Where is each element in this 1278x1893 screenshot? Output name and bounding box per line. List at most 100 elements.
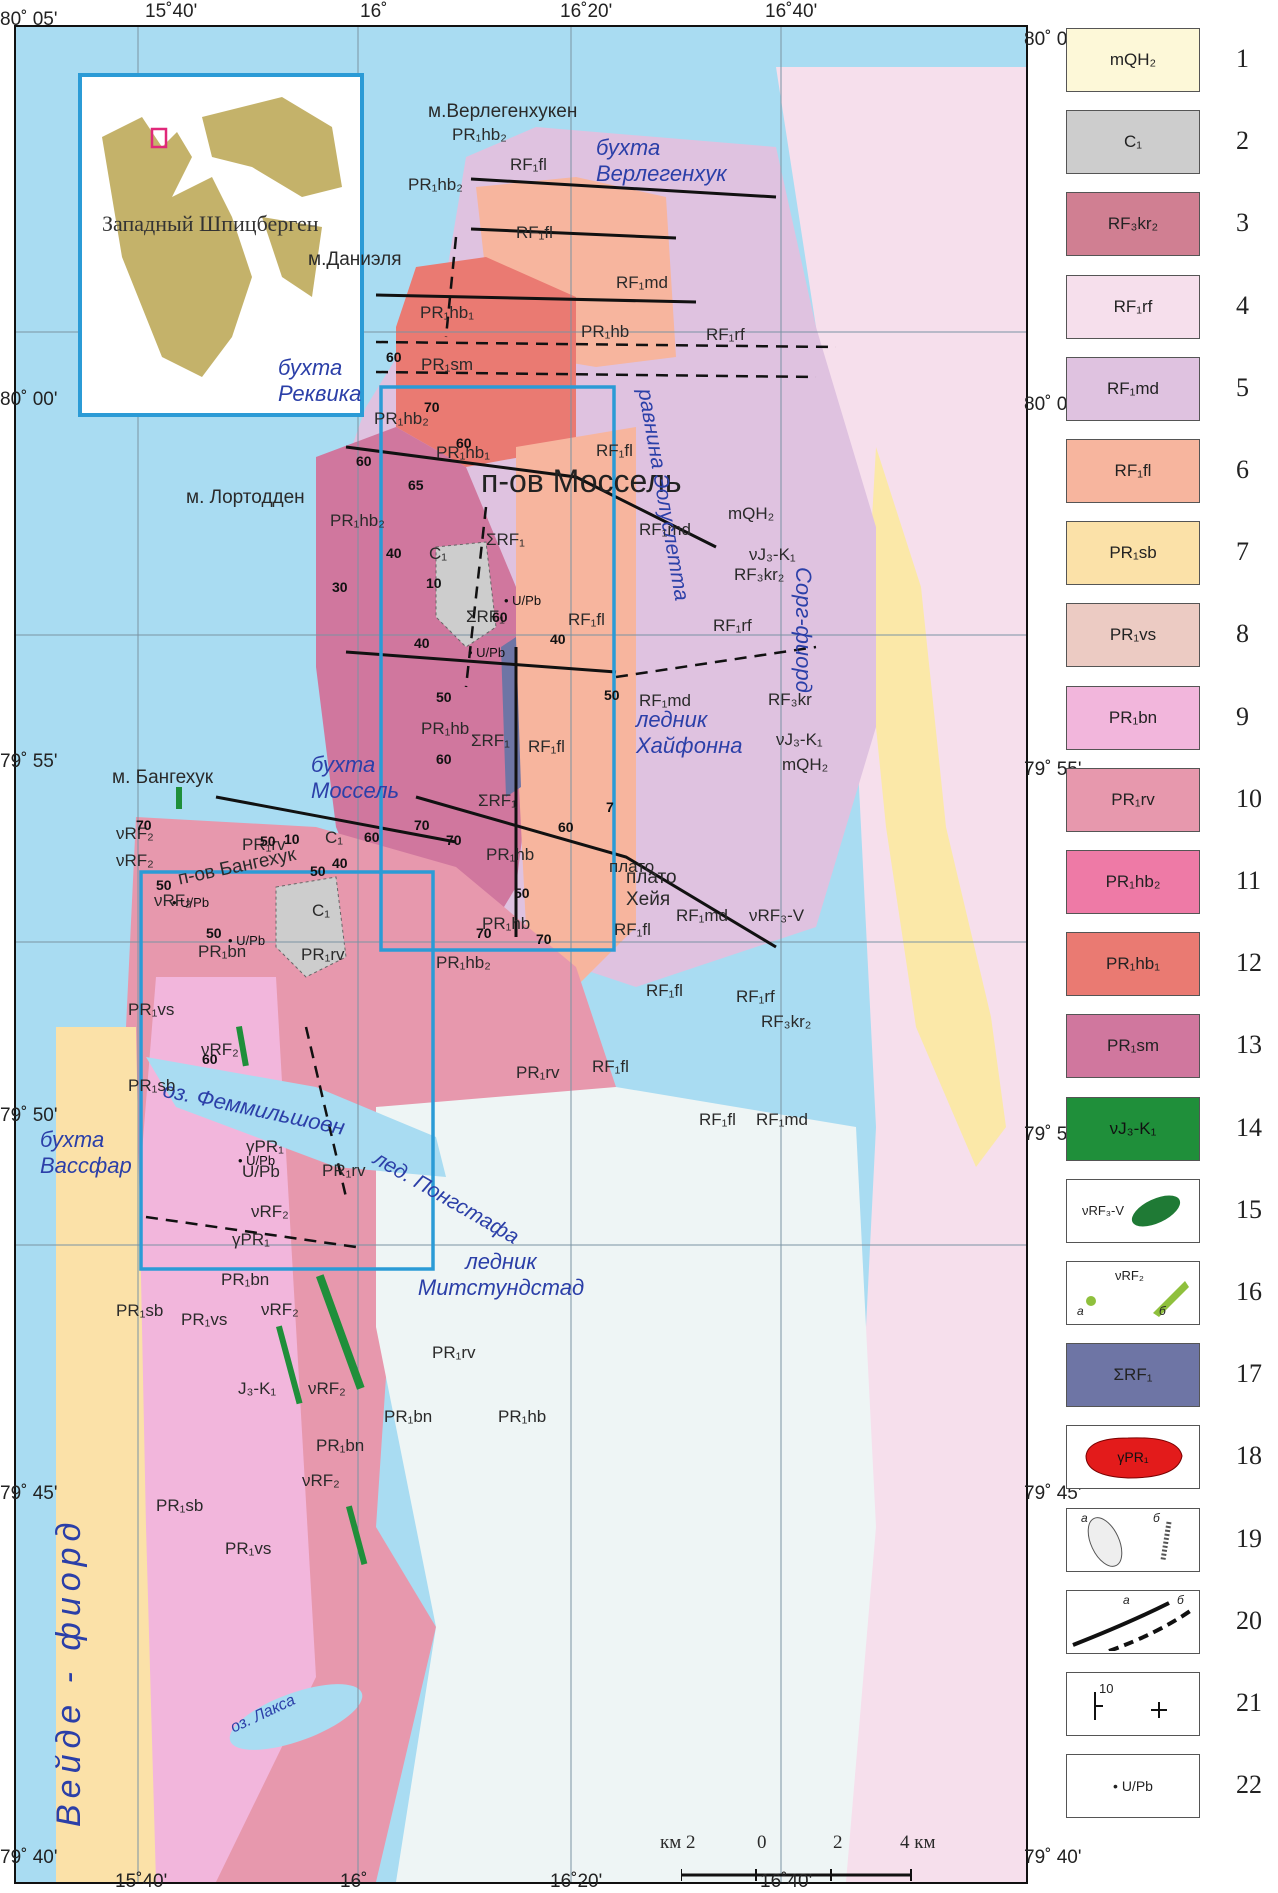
- unit-label: PR₁hb: [421, 719, 470, 738]
- legend-swatch: • U/Pb: [1066, 1754, 1200, 1819]
- legend-swatch: PR₁hb₁: [1066, 932, 1200, 997]
- zone-symbol-icon: [1087, 1516, 1172, 1567]
- legend-label: PR₁bn: [1108, 707, 1158, 727]
- lon-top-1: 15˚40': [145, 1, 198, 22]
- unit-label: PR₁hb: [581, 322, 630, 341]
- unit-label: RF₁rf: [736, 987, 775, 1006]
- coord-bottom-left: 79˚ 40': [0, 1847, 58, 1868]
- legend-swatch: 10: [1066, 1672, 1200, 1736]
- dip-value: 70: [476, 925, 492, 941]
- patch-c1-south: [275, 876, 347, 978]
- unit-label: PR₁hb₂: [374, 409, 429, 428]
- detail-frame-south: [139, 870, 435, 1271]
- faults: [215, 177, 777, 949]
- legend-number: 10: [1236, 783, 1262, 813]
- unit-label: νRF₂: [261, 1300, 299, 1319]
- dip-value: 70: [446, 832, 462, 848]
- land-south-sb: [56, 1027, 156, 1882]
- unit-label: RF₁fl: [646, 981, 683, 1000]
- lake-femmil: [146, 1057, 446, 1177]
- dip-value: 40: [550, 631, 566, 647]
- lake-laksa: [229, 1684, 363, 1750]
- unit-label: RF₁md: [616, 273, 669, 292]
- place-bay-verlegenhuk: бухта Верлегенхук: [596, 135, 727, 186]
- glacier-mitstundstad: [376, 1087, 876, 1882]
- map-canvas: [16, 27, 1026, 1882]
- unit-label: RF₁fl: [568, 610, 605, 629]
- legend-number: 20: [1236, 1605, 1262, 1635]
- unit-label: ΣRF₁: [471, 731, 510, 750]
- legend-swatch: PR₁vs: [1066, 603, 1200, 668]
- inset-label: Западный Шпицберген: [102, 211, 319, 236]
- unit-label: PR₁rv: [301, 945, 345, 964]
- unit-label: mQH₂: [728, 504, 775, 523]
- scale-label-right: 4 км: [900, 1832, 936, 1853]
- unit-label: PR₁bn: [384, 1407, 433, 1426]
- legend-sub-b: б: [1177, 1592, 1184, 1607]
- fault-symbol-icon: [1072, 1601, 1195, 1651]
- unit-label: RF₁fl: [528, 737, 565, 756]
- lon-top-3: 16˚20': [560, 1, 613, 22]
- unit-label: νRF₂: [116, 851, 154, 870]
- legend-label: νRF₂: [1115, 1268, 1144, 1283]
- legend-swatch: ΣRF₁: [1066, 1343, 1200, 1408]
- unit-label: PR₁hb₁: [436, 443, 490, 462]
- legend-number: 8: [1236, 619, 1249, 649]
- legend-number: 18: [1236, 1441, 1262, 1471]
- legend-sub-a: а: [1077, 1304, 1084, 1318]
- legend-swatch: PR₁hb₂: [1066, 850, 1200, 914]
- unit-label: RF₁rf: [706, 325, 745, 344]
- legend-label: PR₁hb₂: [1105, 872, 1161, 891]
- dip-value: 70: [414, 817, 430, 833]
- dip-value: 50: [310, 863, 326, 879]
- unit-label: PR₁bn: [221, 1270, 270, 1289]
- dip-value: 70: [424, 399, 440, 415]
- legend-label: PR₁sb: [1109, 543, 1157, 563]
- unit-label: PR₁hb: [482, 914, 531, 933]
- patch-c1-north: [435, 541, 497, 648]
- unit-label: U/Pb: [242, 1162, 280, 1181]
- legend-number: 16: [1236, 1277, 1262, 1306]
- legend-label: νRF₃-V: [1081, 1203, 1125, 1219]
- legend-label: PR₁rv: [1111, 789, 1155, 809]
- legend-number: 13: [1236, 1030, 1262, 1060]
- unit-label: PR₁vs: [181, 1310, 228, 1329]
- legend-sub-b: б: [1153, 1510, 1160, 1525]
- place-mitstundstad: ледник Митстундстад: [417, 1249, 585, 1300]
- granite-symbol-icon: [1085, 1437, 1183, 1479]
- unit-label: RF₃kr₂: [734, 565, 785, 584]
- coord-top-right: 80˚ 05': [1024, 29, 1082, 50]
- geologic-map: Западный Шпицберген м.Верлегенхукен бухт…: [14, 25, 1028, 1884]
- unit-label: PR₁bn: [316, 1436, 365, 1455]
- legend-swatch: mQH₂: [1066, 28, 1200, 92]
- faults-inferred: [145, 236, 837, 1249]
- unit-label: PR₁vs: [225, 1539, 272, 1558]
- dip-value: 50: [436, 689, 452, 705]
- place-bay-rekvika: бухта Реквика: [278, 355, 362, 406]
- unit-label: RF₁fl: [516, 223, 553, 242]
- unit-label: νJ₃-K₁: [749, 545, 796, 564]
- legend-swatch: PR₁bn: [1066, 685, 1200, 750]
- legend-number: 3: [1236, 208, 1249, 238]
- unit-label: νRF₂: [116, 824, 154, 843]
- lon-bottom-1: 15˚40': [115, 1871, 168, 1892]
- unit-label: плато: [609, 857, 655, 876]
- dip-value: 50: [156, 877, 172, 893]
- unit-label: RF₁fl: [510, 155, 547, 174]
- dip-value: 65: [408, 477, 424, 493]
- legend-item: PR₁rv 10: [1066, 767, 1272, 834]
- unit-label: RF₁fl: [614, 920, 651, 939]
- lon-top-4: 16˚40': [765, 1, 818, 22]
- unit-label: PR₁vs: [128, 1000, 175, 1019]
- unit-label: PR₁sb: [116, 1301, 164, 1320]
- legend-sub-a: а: [1081, 1510, 1088, 1525]
